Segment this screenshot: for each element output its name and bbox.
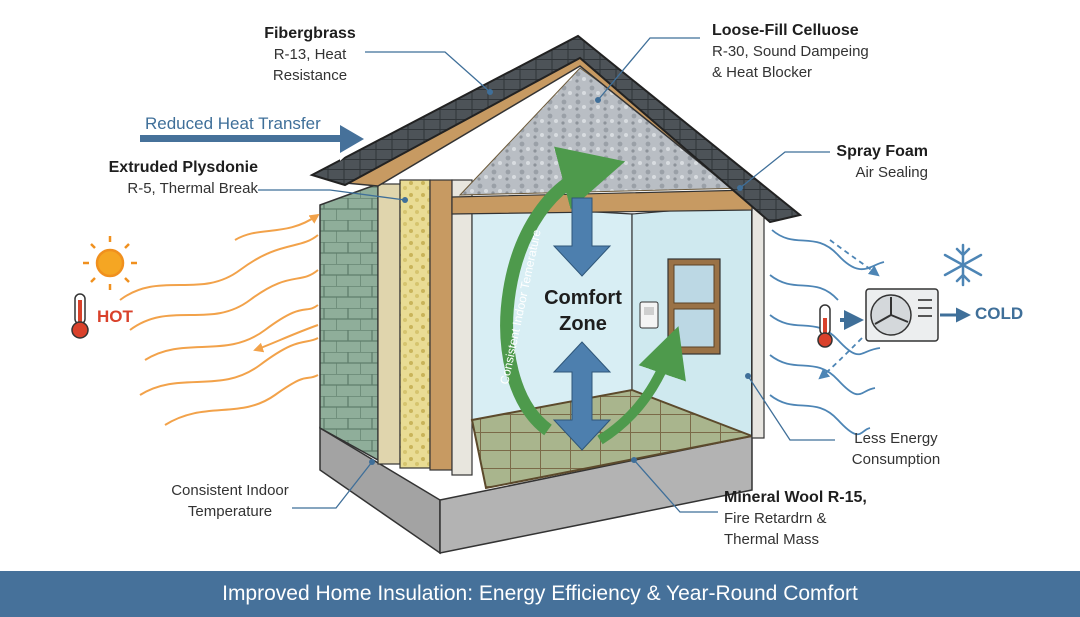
- spray-foam-label: Spray Foam Air Sealing: [790, 141, 928, 183]
- spray-foam-title: Spray Foam: [836, 143, 928, 160]
- thermometer-cold-icon: [817, 304, 833, 348]
- hot-label: HOT: [97, 307, 133, 326]
- ac-unit-icon: [865, 288, 939, 342]
- comfort-zone-line2: Zone: [559, 313, 607, 335]
- side-wall: [319, 182, 379, 462]
- spray-foam-layer: [451, 179, 473, 476]
- fiberglass-batt-layer: [399, 179, 431, 469]
- mineral-wool-line1: Fire Retardrn &: [724, 510, 827, 527]
- comfort-zone-label: Comfort Zone: [528, 285, 638, 337]
- extruded-title: Extruded Plysdonie: [108, 159, 258, 176]
- reduced-heat-label: Reduced Heat Transfer: [145, 114, 321, 133]
- extruded-label: Extruded Plysdonie R-5, Thermal Break: [60, 157, 258, 199]
- leader-lines: [258, 37, 835, 513]
- thermostat: [639, 301, 659, 329]
- green-return-arrow: [597, 326, 686, 445]
- window: [667, 258, 721, 355]
- snowflake-icon: [943, 243, 983, 287]
- consistent-temp-line1: Consistent Indoor: [171, 482, 289, 499]
- less-energy-line1: Less Energy: [854, 430, 938, 447]
- foam-board-layer: [377, 183, 401, 465]
- sun-icon: [83, 236, 137, 290]
- footer-banner: Improved Home Insulation: Energy Efficie…: [0, 571, 1080, 617]
- exterior-right-edge: [751, 195, 765, 439]
- mineral-wool-line2: Thermal Mass: [724, 531, 820, 548]
- wall-stud: [429, 179, 453, 471]
- roof-shingles: [309, 34, 803, 224]
- fiberglass-line2: Resistance: [272, 67, 348, 84]
- less-energy-line2: Consumption: [851, 451, 941, 468]
- cellulose-label: Loose-Fill Celluose R-30, Sound Dampeing…: [712, 20, 932, 83]
- cellulose-line1: R-30, Sound Dampeing: [712, 43, 869, 60]
- comfort-zone-line1: Comfort: [544, 287, 622, 309]
- cellulose-title: Loose-Fill Celluose: [712, 22, 859, 39]
- extruded-line1: R-5, Thermal Break: [127, 180, 258, 197]
- cellulose-line2: & Heat Blocker: [712, 64, 813, 81]
- consistent-temp-line2: Temperature: [187, 503, 273, 520]
- fiberglass-title: Fibergbrass: [264, 25, 356, 42]
- footer-title: Improved Home Insulation: Energy Efficie…: [222, 582, 858, 605]
- fiberglass-line1: R-13, Heat: [273, 46, 347, 63]
- blue-up-down-arrows: [552, 197, 612, 451]
- thermometer-hot-icon: [71, 293, 89, 339]
- less-energy-label: Less Energy Consumption: [836, 428, 956, 470]
- mineral-wool-title: Mineral Wool R-15,: [724, 489, 867, 506]
- cold-label: COLD: [975, 304, 1024, 323]
- mineral-wool-label: Mineral Wool R-15, Fire Retardrn & Therm…: [724, 487, 924, 550]
- fiberglass-label: Fibergbrass R-13, Heat Resistance: [240, 23, 380, 86]
- consistent-temp-label: Consistent Indoor Temperature: [150, 480, 310, 522]
- cold-air-waves: [769, 229, 885, 436]
- heat-waves: [119, 213, 320, 426]
- spray-foam-line1: Air Sealing: [855, 164, 928, 181]
- green-circulation-arrow: [500, 146, 626, 436]
